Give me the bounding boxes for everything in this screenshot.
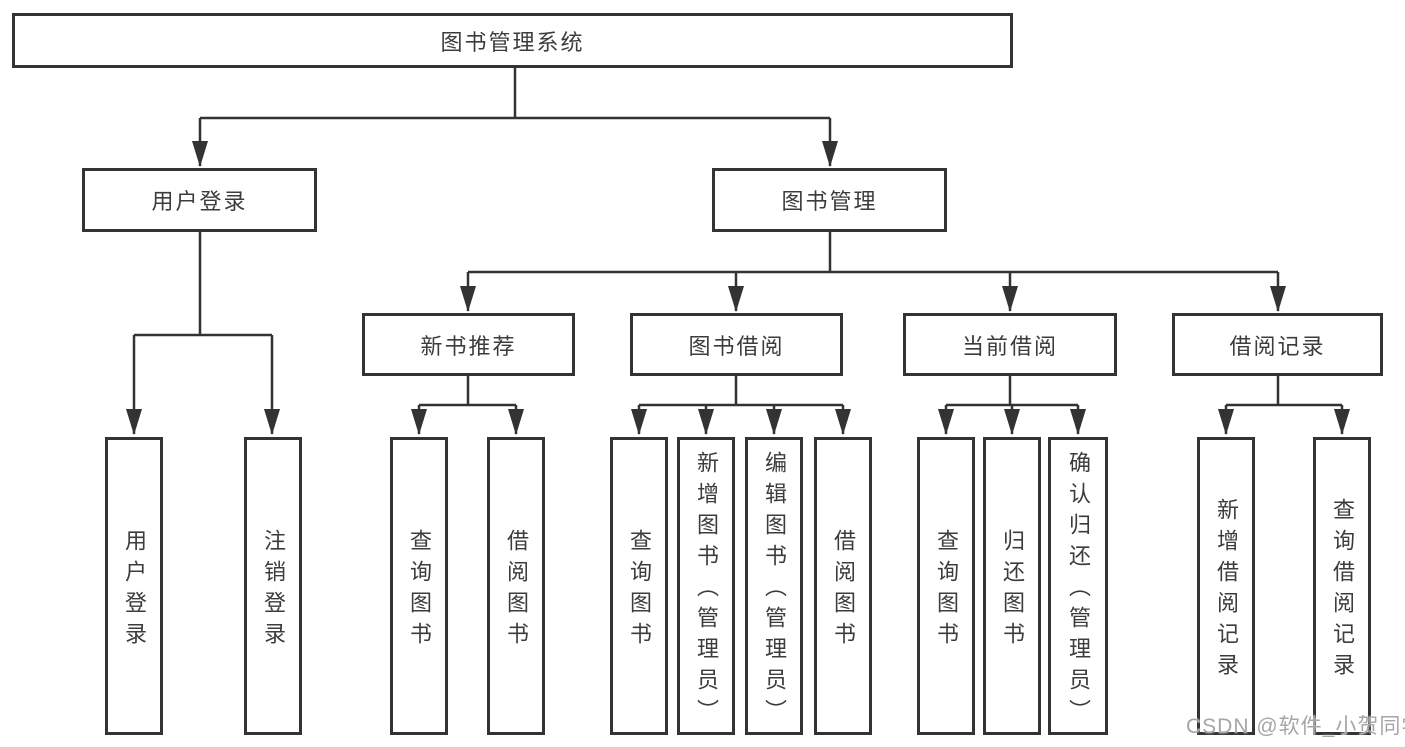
leaf-borrow-books-recommend: 借阅图书 [487,437,545,735]
leaf-add-borrow-record: 新增借阅记录 [1197,437,1255,735]
node-book-management: 图书管理 [712,168,947,232]
node-user-login: 用户登录 [82,168,317,232]
leaf-query-books-borrow: 查询图书 [610,437,668,735]
node-borrow-records: 借阅记录 [1172,313,1383,376]
leaf-confirm-return-admin: 确认归还（管理员） [1048,437,1108,735]
leaf-user-login: 用户登录 [105,437,163,735]
node-book-borrow: 图书借阅 [630,313,843,376]
leaf-query-books-current: 查询图书 [917,437,975,735]
leaf-logout: 注销登录 [244,437,302,735]
leaf-return-books: 归还图书 [983,437,1041,735]
leaf-add-books-admin: 新增图书（管理员） [677,437,735,735]
csdn-watermark: CSDN @软件_小贺同学 [1186,715,1405,738]
leaf-borrow-books: 借阅图书 [814,437,872,735]
leaf-query-books-recommend: 查询图书 [390,437,448,735]
node-root-system: 图书管理系统 [12,13,1013,68]
leaf-query-borrow-record: 查询借阅记录 [1313,437,1371,735]
node-current-borrow: 当前借阅 [903,313,1117,376]
leaf-edit-books-admin: 编辑图书（管理员） [745,437,803,735]
node-new-book-recommend: 新书推荐 [362,313,575,376]
